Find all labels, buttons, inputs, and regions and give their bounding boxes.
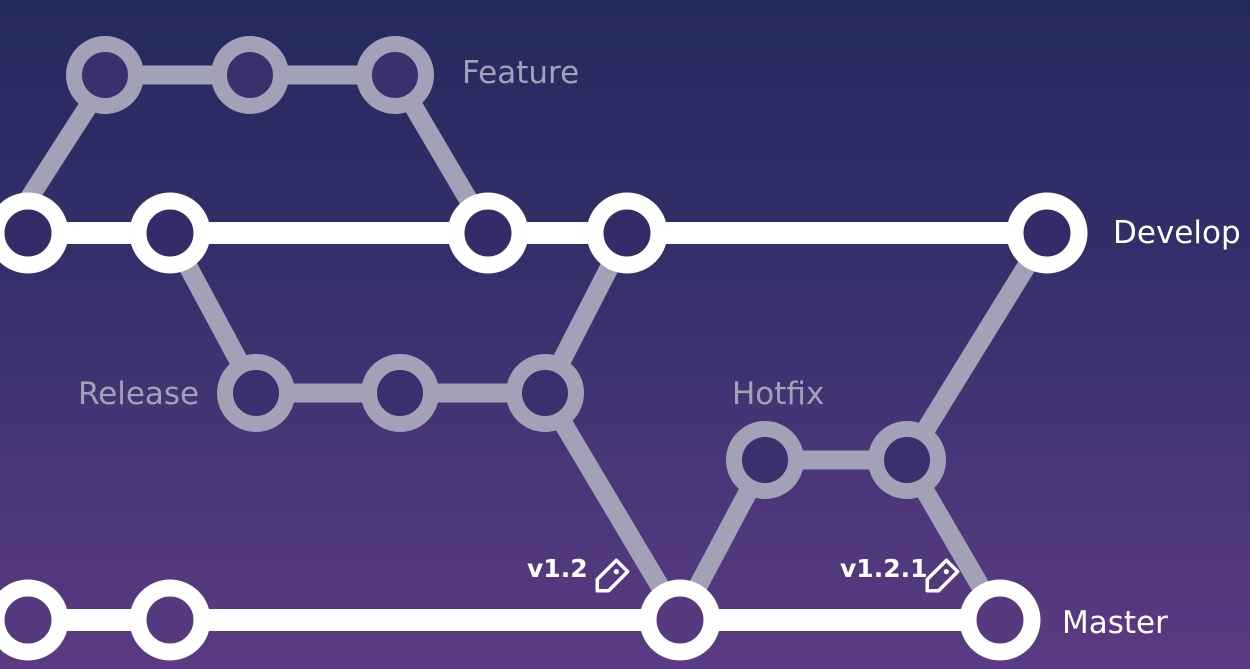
hotfix-version-tag-label: v1.2.1: [840, 554, 927, 583]
feature-commit-node: [66, 36, 144, 114]
release-branch-label: Release: [78, 376, 199, 412]
feature-commit-node: [211, 36, 289, 114]
develop-commit-node: [586, 192, 668, 274]
release-commit-node: [506, 354, 584, 432]
side-branch-nodes: [66, 36, 946, 499]
side-branch-lines: [18, 65, 1057, 630]
hotfix-commit-node: [868, 421, 946, 499]
master-commit-node: [129, 579, 211, 661]
develop-commit-node: [0, 192, 69, 274]
develop-branch-label: Develop: [1113, 215, 1241, 251]
release-merge-master-line: [535, 383, 690, 630]
tag-icon: [925, 558, 960, 593]
hotfix-commit-node: [726, 421, 804, 499]
master-commit-node: [0, 579, 69, 661]
develop-commit-node: [447, 192, 529, 274]
release-commit-node: [361, 354, 439, 432]
tag-icon: [595, 558, 630, 593]
hotfix-merge-develop-line: [897, 223, 1057, 470]
release-commit-node: [217, 354, 295, 432]
hotfix-branch-label: Hotfix: [732, 376, 824, 412]
feature-branch-label: Feature: [462, 55, 579, 91]
feature-commit-node: [356, 36, 434, 114]
main-branch-nodes: [0, 192, 1088, 661]
develop-commit-node: [1006, 192, 1088, 274]
release-version-tag-label: v1.2: [527, 554, 588, 583]
master-commit-node: [639, 579, 721, 661]
master-commit-node: [959, 579, 1041, 661]
develop-commit-node: [129, 192, 211, 274]
master-branch-label: Master: [1062, 605, 1168, 641]
